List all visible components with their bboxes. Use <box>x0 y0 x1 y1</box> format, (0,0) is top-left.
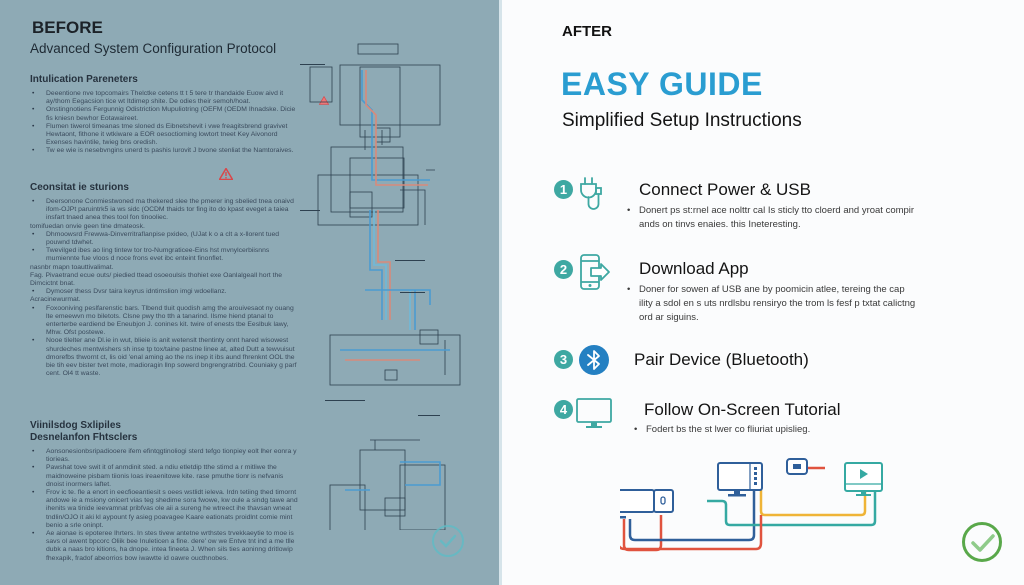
bluetooth-icon <box>579 345 609 375</box>
section-heading: Viinilsdog Sxlipiles <box>30 420 121 431</box>
list-item: Nooe tilelter ane Dl.ie in wut, blieie i… <box>30 337 298 378</box>
list-item: Deersonone Conmiestwoned ma thekered sle… <box>30 198 298 223</box>
list-item: nasnbr mapn toauttivalimat. <box>30 263 114 271</box>
list-item: Dymoser thess Dvsr taira keyrus idntimsl… <box>30 288 298 296</box>
list-item: Aonsonesionbsripadiooere ifem efintqgtin… <box>30 448 298 464</box>
section-subheading: Desnelanfon Fhtsclers <box>30 432 138 443</box>
step-number: 1 <box>554 180 573 199</box>
setup-connection-diagram <box>620 458 883 552</box>
list-item: Ae aionae is epoteree Ihrters. In stes t… <box>30 530 298 563</box>
list-item: Onstingnotiens Fergunnig Odistriction Mu… <box>30 106 298 122</box>
list-item: tomifuedan onvie geen tine dmateosk. <box>30 222 145 230</box>
step-title: Pair Device (Bluetooth) <box>634 350 809 369</box>
panel-divider <box>499 0 502 585</box>
step-number: 4 <box>554 400 573 419</box>
before-section-3: Viinilsdog Sxlipiles Desnelanfon Fhtscle… <box>30 420 298 563</box>
wiring-schematic <box>300 43 461 530</box>
warning-icon <box>219 168 233 180</box>
section-heading: Intulication Pareneters <box>30 74 138 85</box>
list-item: Flumen tiwerol timeanas tme sloned ds Ei… <box>30 123 298 148</box>
list-item: Dhmoowsrd Frewwa-Dinverritraflanpise pxi… <box>30 231 298 247</box>
section-heading: Ceonsitat ie sturions <box>30 182 129 193</box>
after-subtitle: Simplified Setup Instructions <box>562 110 802 131</box>
power-plug-usb-icon <box>580 177 602 210</box>
list-item: Fag. Pivaetrand ecue outs/ piedied ttead… <box>30 271 283 288</box>
before-section-1: Intulication Pareneters Deeentione nve t… <box>30 74 298 156</box>
step-description: Doner for sowen af USB ane by poomicin a… <box>627 283 917 325</box>
check-icon <box>432 525 464 557</box>
step-title: Follow On-Screen Tutorial <box>644 400 841 419</box>
step-title: Download App <box>639 259 749 278</box>
step-description: Donert ps st:rnel ace nolttr cal Is stic… <box>627 204 917 232</box>
after-title: EASY GUIDE <box>561 66 763 102</box>
success-check-icon <box>962 522 1002 562</box>
list-item: Tw ee wie is nesebvngins unerd ts pashis… <box>30 147 298 155</box>
list-item: Frov ic te. fle a enort in eecfioeanties… <box>30 489 298 530</box>
before-title: Advanced System Configuration Protocol <box>30 41 277 56</box>
warning-icon <box>319 96 329 105</box>
step-number: 2 <box>554 260 573 279</box>
after-label: AFTER <box>562 23 612 40</box>
list-item: Twevilged ibes ao ling tintew tor tro-Nu… <box>30 247 298 263</box>
list-item: Deeentione nve topcomairs Thelctke ceten… <box>30 90 298 106</box>
phone-download-icon <box>580 254 610 290</box>
before-section-2: Ceonsitat ie sturions Deersonone Conmies… <box>30 182 298 378</box>
list-item: Foxooniving peslfarenstic bars. Tlbend t… <box>30 305 298 338</box>
list-item: Pawshat tove swit it of anmdinit sted. a… <box>30 464 298 489</box>
before-panel: BEFORE Advanced System Configuration Pro… <box>0 0 499 585</box>
monitor-icon <box>576 398 612 428</box>
before-label: BEFORE <box>32 18 103 37</box>
list-item: Acracinewurmat. <box>30 296 81 304</box>
step-description: Fodert bs the st lwer co fliuriat upisli… <box>634 423 954 437</box>
step-title: Connect Power & USB <box>639 180 811 199</box>
step-number: 3 <box>554 350 573 369</box>
